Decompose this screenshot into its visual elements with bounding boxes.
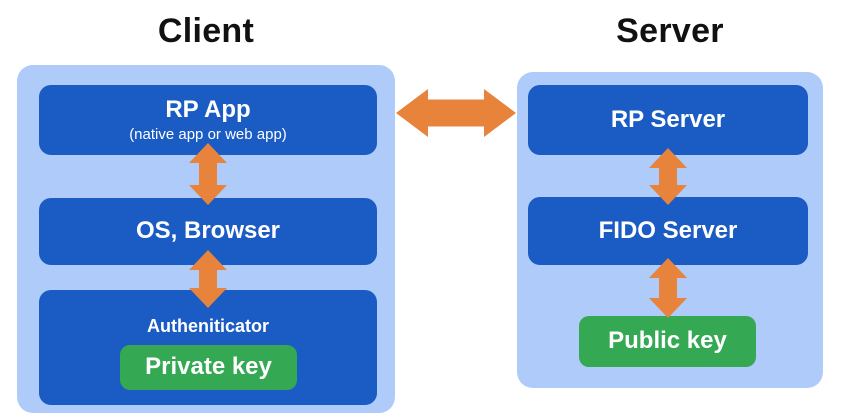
public-key-box: Public key xyxy=(579,316,756,367)
client-server-arrow xyxy=(396,89,516,137)
server-title: Server xyxy=(616,12,724,50)
os-browser-label: OS, Browser xyxy=(135,217,281,245)
fido-server-box: FIDO Server xyxy=(528,197,808,265)
rp-server-fido-server-arrow xyxy=(649,148,687,205)
rp-app-sublabel: (native app or web app) xyxy=(129,126,287,144)
client-title: Client xyxy=(157,12,255,50)
rp-app-label: RP App xyxy=(165,95,251,123)
os-browser-authenticator-arrow xyxy=(189,250,227,308)
fido-server-label: FIDO Server xyxy=(598,216,738,244)
rp-server-label: RP Server xyxy=(610,105,726,133)
public-key-label: Public key xyxy=(608,327,727,355)
private-key-box: Private key xyxy=(120,345,297,390)
private-key-label: Private key xyxy=(145,353,272,381)
rp-app-os-browser-arrow xyxy=(189,143,227,205)
rp-app-box: RP App (native app or web app) xyxy=(39,85,377,155)
authenticator-label: Autheniticator xyxy=(146,316,269,336)
fido-server-public-key-arrow xyxy=(649,258,687,318)
rp-server-box: RP Server xyxy=(528,85,808,155)
